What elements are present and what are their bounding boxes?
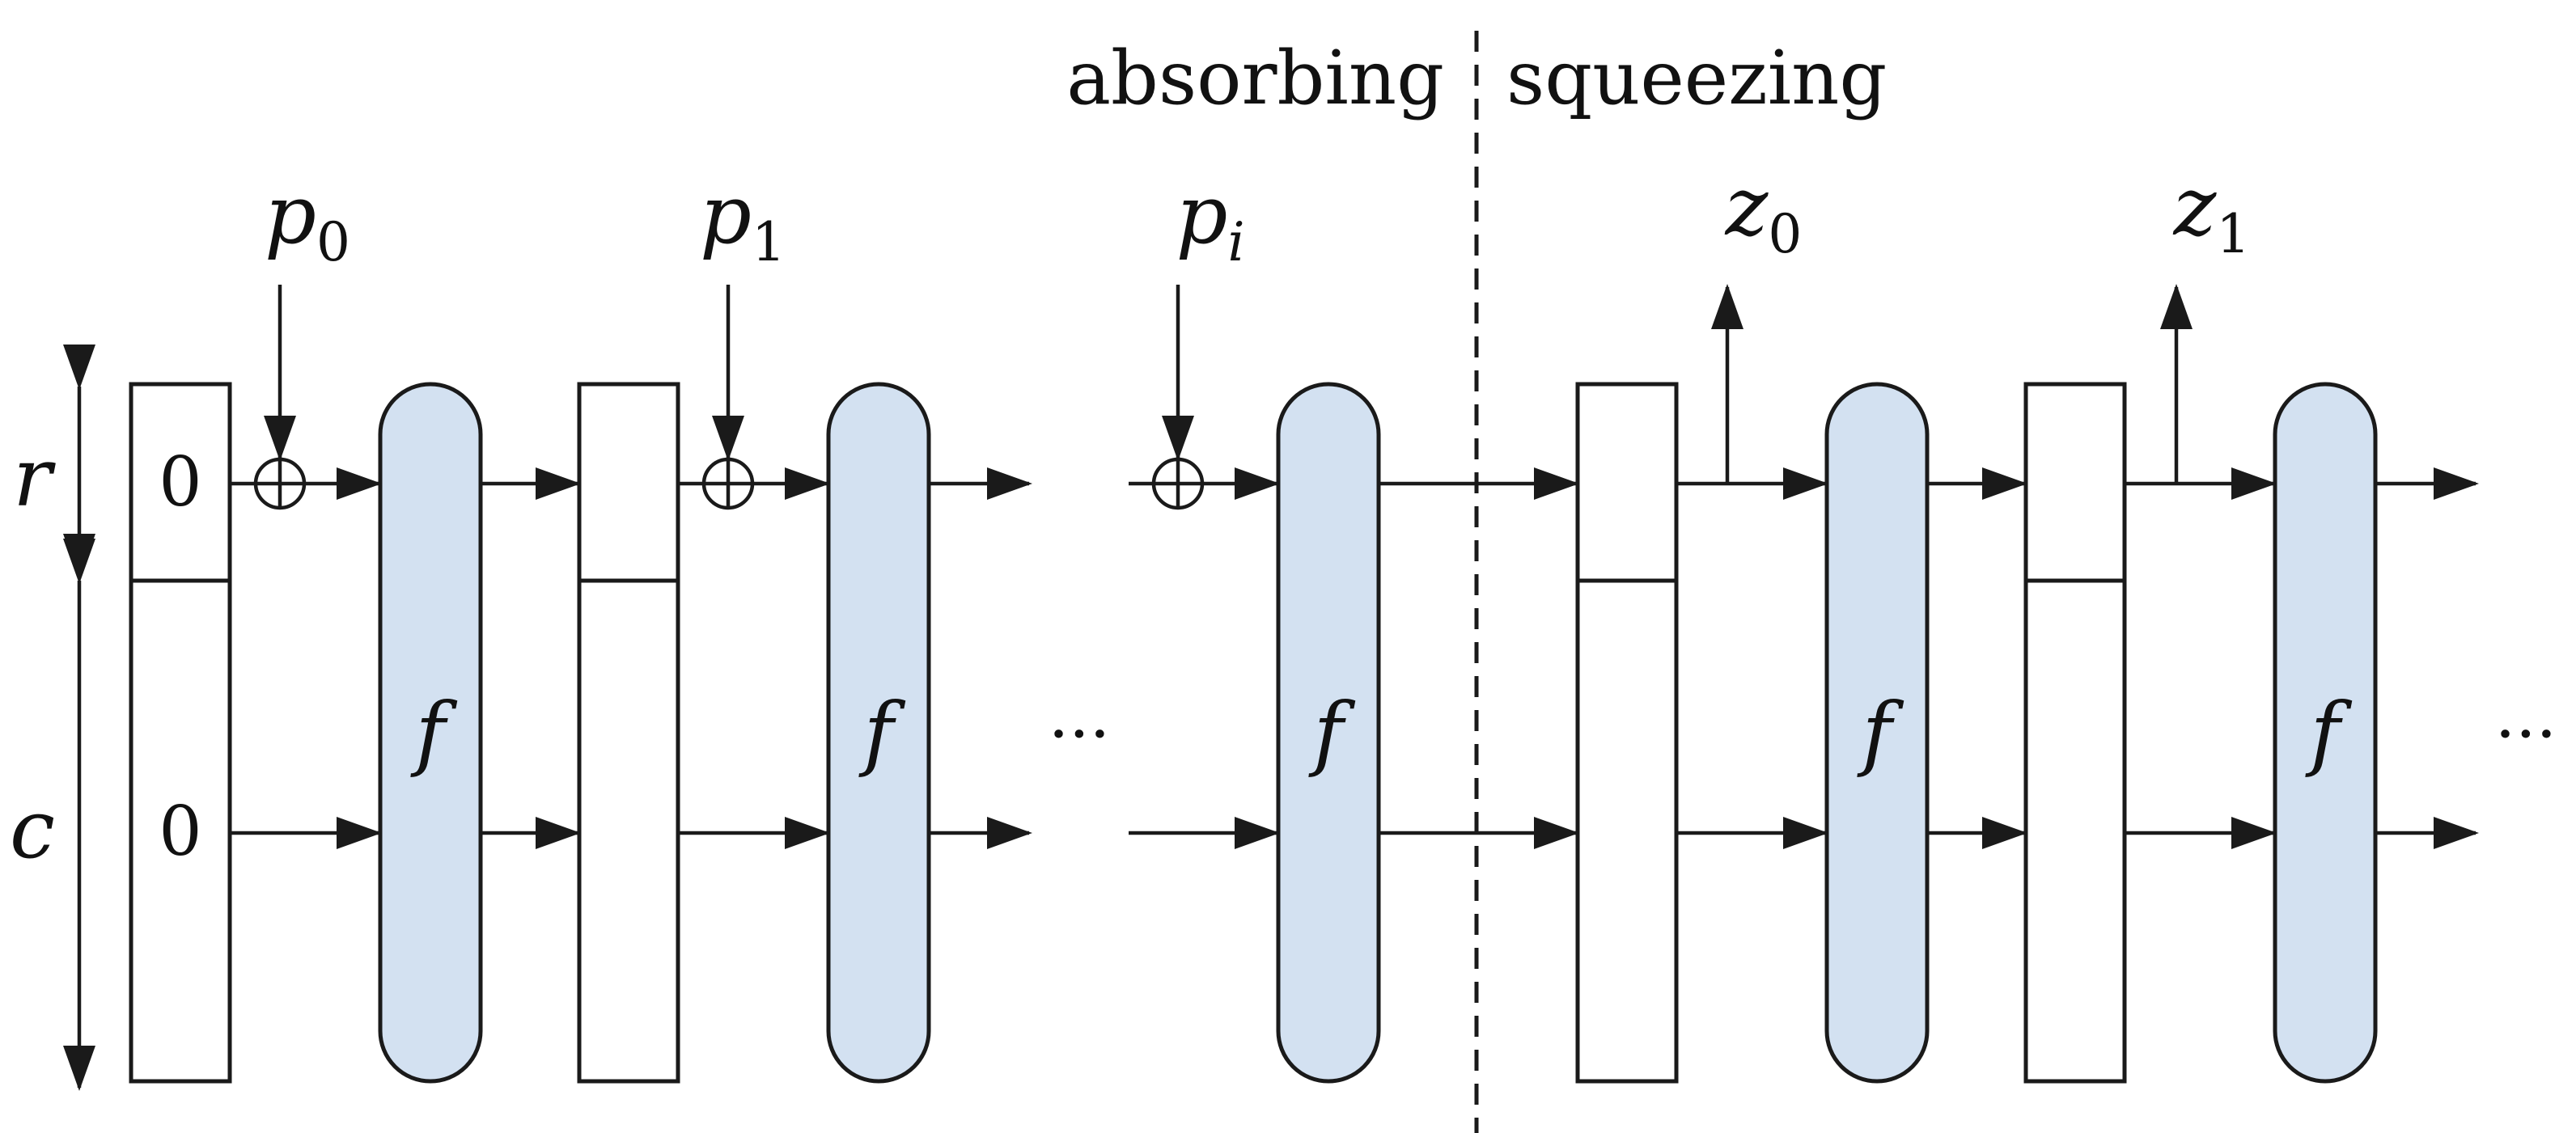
absorbing-label: absorbing [1066, 35, 1444, 121]
initial-capacity-value: 0 [159, 792, 201, 871]
permutation-f-1: f [378, 382, 483, 1084]
xor-node-pi [1151, 285, 1205, 510]
state-box-squeeze-2 [2023, 382, 2127, 1084]
xor-node-p1 [701, 285, 755, 510]
state-box-1 [577, 382, 680, 1084]
input-label-p0: p0 [265, 167, 350, 273]
rate-label: r [13, 430, 56, 525]
permutation-f-4: f [1824, 382, 1930, 1084]
capacity-label: c [10, 782, 55, 877]
xor-node-p0 [253, 285, 307, 510]
ellipsis-end: ··· [2495, 696, 2557, 772]
ellipsis-middle: ··· [1049, 696, 1110, 772]
permutation-f-5: f [2273, 382, 2378, 1084]
output-label-z0: z0 [1725, 159, 1803, 265]
output-label-z1: z1 [2173, 159, 2251, 265]
state-box-initial: 0 0 [129, 382, 232, 1084]
permutation-f-3: f [1276, 382, 1381, 1084]
squeezing-label: squeezing [1506, 35, 1887, 121]
state-box-squeeze-1 [1575, 382, 1679, 1084]
initial-rate-value: 0 [159, 442, 201, 522]
input-label-pi: pi [1176, 167, 1244, 273]
permutation-f-2: f [826, 382, 931, 1084]
input-label-p1: p1 [700, 167, 786, 273]
